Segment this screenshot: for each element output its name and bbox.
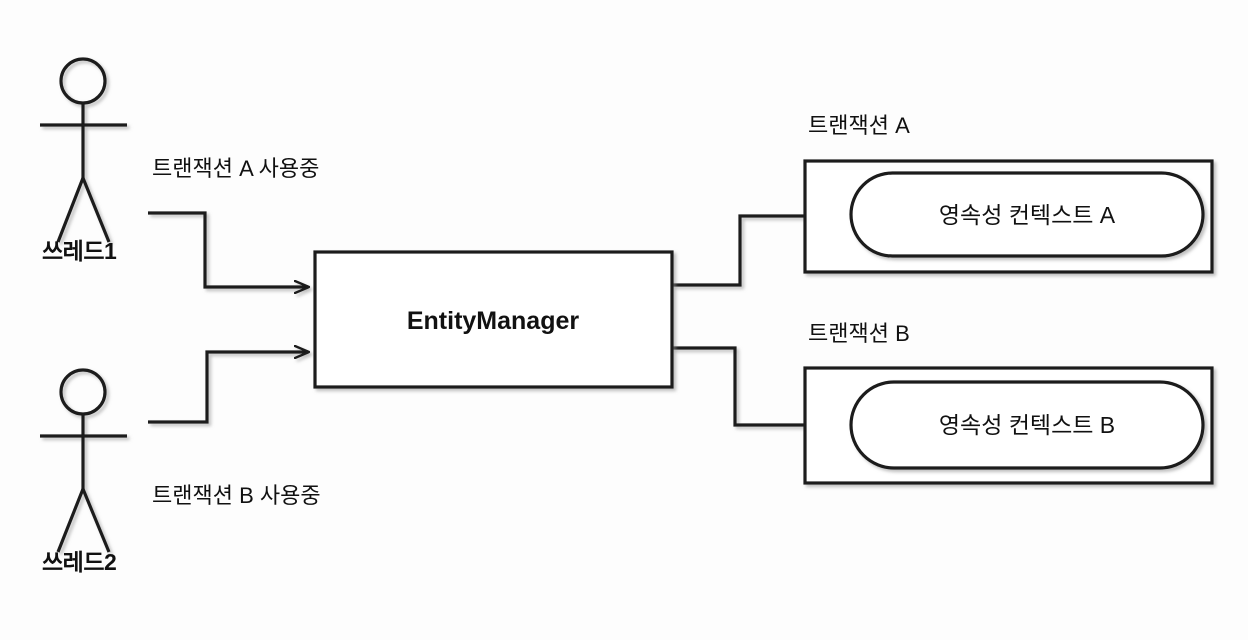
actor-head-icon — [59, 57, 107, 105]
persistence-context-a-shape — [849, 171, 1205, 258]
actor-thread2 — [40, 368, 127, 553]
actor-head-icon — [59, 368, 107, 416]
entitymanager-label: EntityManager — [407, 307, 580, 335]
actor-leg-right-line — [81, 177, 111, 243]
entitymanager-box — [313, 250, 674, 389]
connector-thread1-to-entitymanager — [148, 211, 308, 287]
actor-thread1 — [40, 57, 127, 243]
connector-entitymanager-to-context-b — [672, 346, 846, 425]
actor-leg-left-line — [56, 177, 85, 243]
transaction-a-label: 트랜잭션 A — [808, 113, 910, 138]
annotation-thread1: 트랜잭션 A 사용중 — [152, 156, 319, 181]
actor-leg-right-line — [81, 488, 111, 553]
transaction-b-label: 트랜잭션 B — [808, 321, 910, 346]
actor-leg-left-line — [56, 488, 85, 553]
actor-thread2-label: 쓰레드2 — [42, 549, 116, 575]
connector-entitymanager-to-context-a — [672, 216, 846, 287]
connector-thread2-to-entitymanager — [148, 352, 308, 424]
actor-thread1-label: 쓰레드1 — [42, 238, 117, 264]
persistence-context-a-label: 영속성 컨텍스트 A — [939, 202, 1116, 228]
annotation-thread2: 트랜잭션 B 사용중 — [152, 483, 321, 508]
persistence-context-b-shape — [849, 380, 1205, 470]
persistence-context-b-label: 영속성 컨텍스트 B — [939, 412, 1115, 438]
